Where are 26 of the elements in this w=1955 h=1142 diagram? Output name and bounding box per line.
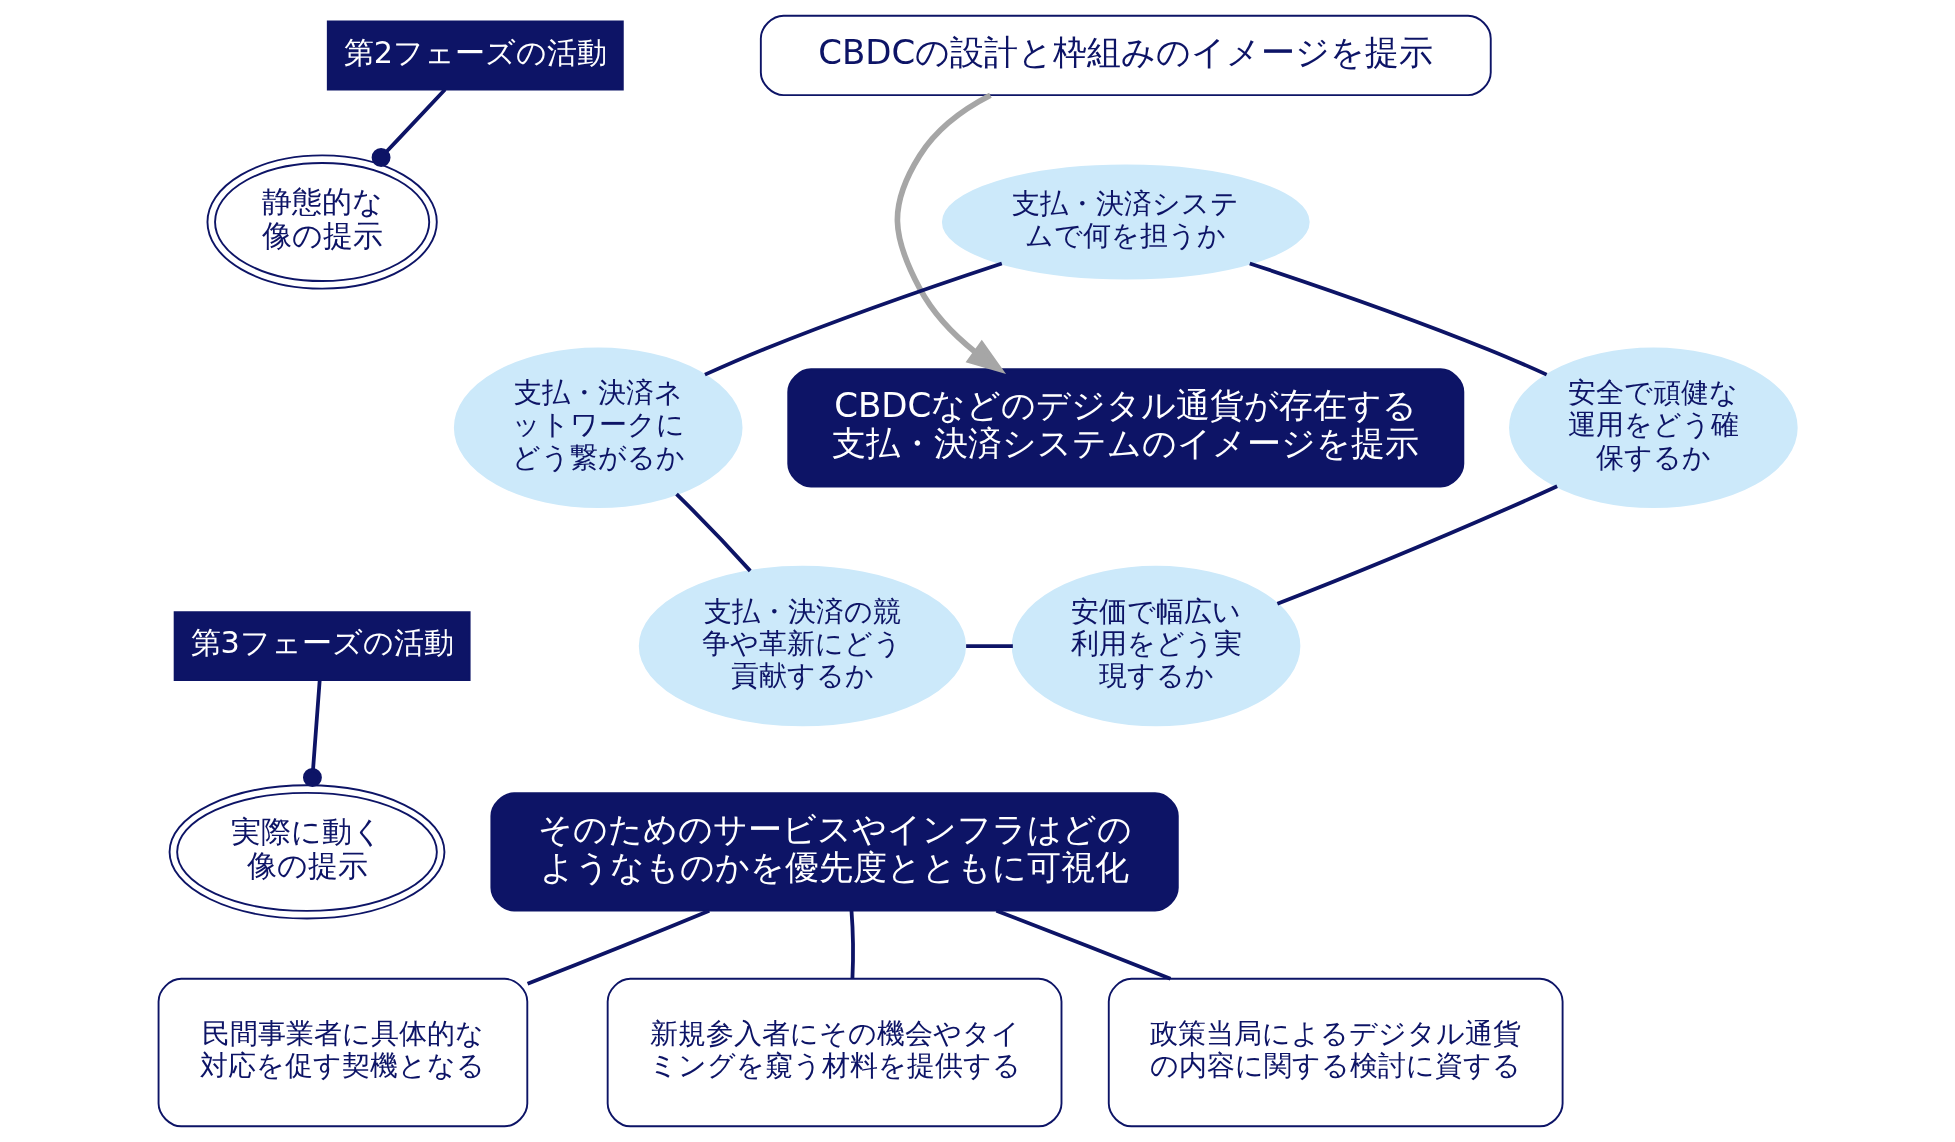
- node-ellipse: 安全で頑健な運用をどう確保するか: [1509, 347, 1798, 509]
- connector: [704, 261, 1003, 377]
- arrow: [894, 92, 1007, 375]
- node-box: 第3フェーズの活動: [173, 611, 471, 682]
- node-box: 政策当局によるデジタル通貨の内容に関する検討に資する: [1107, 977, 1564, 1128]
- node-box: 第2フェーズの活動: [326, 20, 624, 91]
- node-box: CBDCなどのデジタル通貨が存在する支払・決済システムのイメージを提示: [787, 368, 1465, 488]
- connector: [966, 644, 1013, 648]
- node-ellipse: 安価で幅広い利用をどう実現するか: [1011, 565, 1301, 727]
- connector: [849, 910, 855, 979]
- node-box: CBDCの設計と枠組みのイメージを提示: [759, 14, 1492, 97]
- connector: [303, 680, 322, 787]
- connector: [675, 492, 752, 573]
- node-ellipse: 支払・決済システムで何を担うか: [941, 164, 1310, 280]
- node-ellipse: 実際に動く像の提示: [168, 784, 446, 920]
- connector: [371, 88, 447, 167]
- node-box: 新規参入者にその機会やタイミングを窺う材料を提供する: [606, 977, 1063, 1128]
- connector: [526, 909, 710, 986]
- connector: [1249, 261, 1548, 377]
- node-ellipse: 支払・決済の競争や革新にどう貢献するか: [638, 565, 967, 727]
- node-ellipse: 静態的な像の提示: [206, 154, 438, 290]
- node-box: そのためのサービスやインフラはどのようなものかを優先度とともに可視化: [490, 792, 1179, 912]
- connector: [1276, 484, 1558, 606]
- node-box: 民間事業者に具体的な対応を促す契機となる: [157, 977, 529, 1128]
- node-ellipse: 支払・決済ネットワークにどう繋がるか: [453, 347, 743, 509]
- connector: [995, 908, 1172, 981]
